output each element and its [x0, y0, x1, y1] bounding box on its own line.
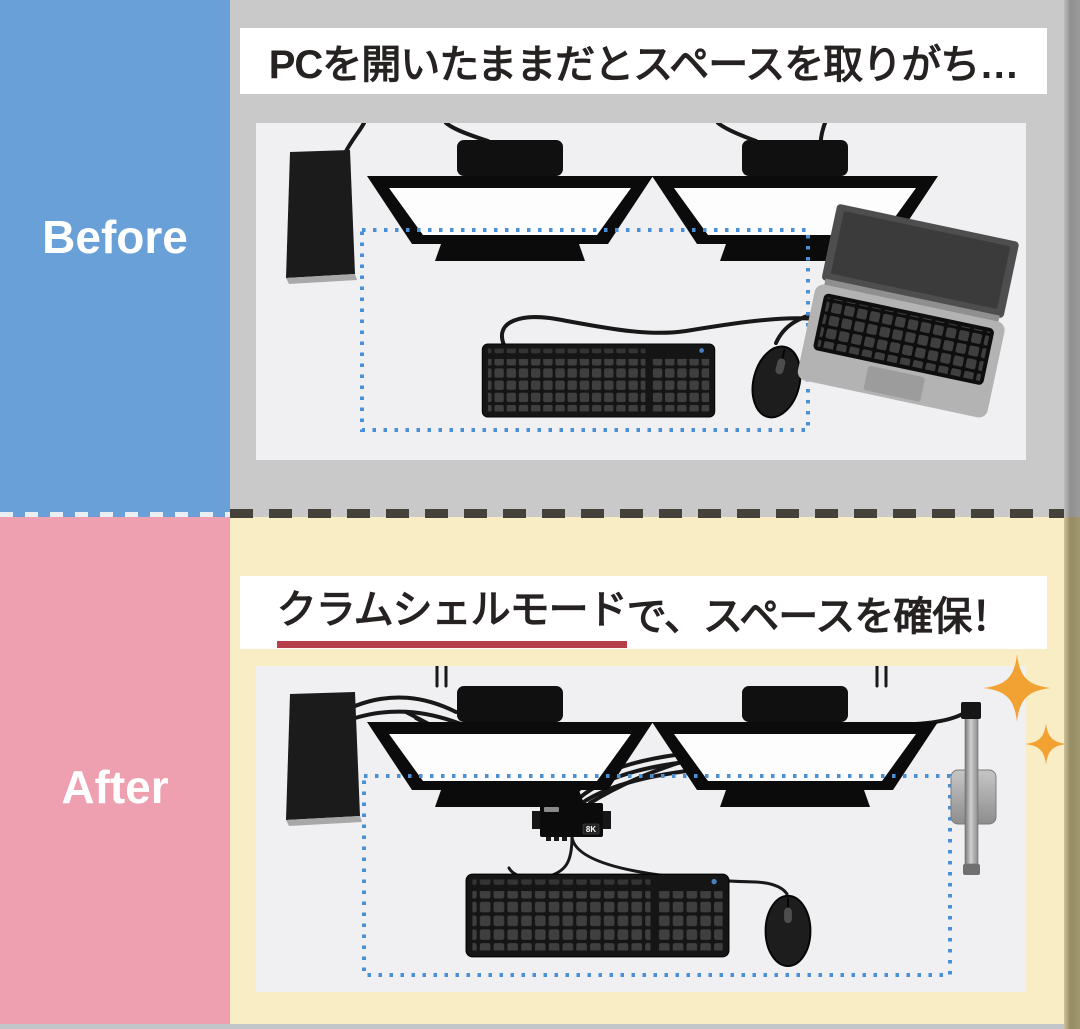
after-illustration: 8K	[286, 666, 997, 977]
divider-dashed-right	[230, 509, 1064, 518]
before-label: Before	[42, 211, 188, 263]
sparkles	[983, 654, 1068, 766]
mouse-icon	[744, 340, 809, 424]
monitor-icon	[652, 686, 938, 807]
right-edge-strip-bottom	[1064, 517, 1080, 1029]
open-laptop-icon	[797, 204, 1019, 418]
after-banner-rest-text: で、スペースを確保！	[626, 594, 1012, 639]
after-banner: クラムシェルモードで、スペースを確保！	[240, 576, 1047, 649]
before-banner: PCを開いたままだとスペースを取りがち…	[240, 28, 1047, 94]
free-space-outline	[362, 774, 952, 977]
after-sidebar	[0, 517, 230, 1029]
keyboard-icon	[481, 343, 716, 418]
sparkle-icon	[1024, 722, 1068, 766]
kvm-switch-icon: 8K	[532, 803, 611, 841]
mouse-icon	[764, 894, 812, 968]
after-label: After	[61, 761, 169, 813]
monitor-icon	[367, 140, 653, 261]
pc-tower-icon	[286, 692, 362, 826]
bottom-edge-strip	[0, 1024, 1080, 1029]
after-banner-underlined-text: クラムシェルモード	[276, 577, 628, 648]
kvm-badge-label: 8K	[586, 825, 596, 834]
sparkle-icon	[983, 654, 1051, 722]
before-banner-text: PCを開いたままだとスペースを取りがち…	[268, 43, 1020, 87]
before-illustration	[286, 123, 1019, 432]
pc-tower-icon	[286, 150, 357, 284]
divider-dashed-left	[0, 512, 230, 517]
right-edge-strip-top	[1064, 0, 1080, 517]
keyboard-icon	[465, 873, 730, 958]
before-sidebar	[0, 0, 230, 517]
after-illustration-panel: 8K	[256, 666, 1026, 992]
before-illustration-panel	[256, 123, 1026, 460]
laptop-in-vertical-stand-icon	[950, 702, 997, 875]
free-space-outline	[360, 228, 810, 432]
